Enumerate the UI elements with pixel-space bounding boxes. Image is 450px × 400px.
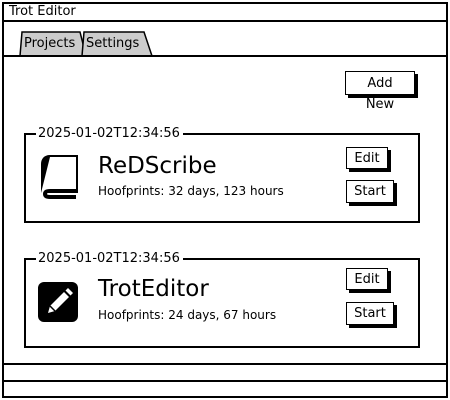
status-bar xyxy=(4,380,446,382)
project-stats: Hoofprints: 32 days, 123 hours xyxy=(98,184,284,198)
start-button[interactable]: Start xyxy=(346,180,394,203)
edit-button[interactable]: Edit xyxy=(346,147,388,169)
project-timestamp: 2025-01-02T12:34:56 xyxy=(36,251,183,267)
tab-shape xyxy=(81,31,153,57)
tab-projects[interactable]: Projects xyxy=(19,31,90,57)
project-card: 2025-01-02T12:34:56 TrotEditor Hoofprint… xyxy=(24,251,420,348)
start-button[interactable]: Start xyxy=(346,302,394,325)
project-stats: Hoofprints: 24 days, 67 hours xyxy=(98,308,277,322)
project-name: ReDScribe xyxy=(98,153,217,179)
add-new-button[interactable]: Add New xyxy=(345,71,415,112)
projects-panel xyxy=(4,55,446,365)
window-title: Trot Editor xyxy=(9,4,76,19)
book-icon xyxy=(41,155,78,199)
pencil-square-icon xyxy=(38,282,78,322)
project-timestamp: 2025-01-02T12:34:56 xyxy=(36,126,183,142)
project-name: TrotEditor xyxy=(98,276,209,302)
edit-button[interactable]: Edit xyxy=(346,268,388,290)
tab-label: Settings xyxy=(86,36,140,51)
project-card: 2025-01-02T12:34:56 ReDScribe Hoofprints… xyxy=(24,126,420,223)
title-bar: Trot Editor xyxy=(2,2,448,22)
tab-settings[interactable]: Settings xyxy=(81,31,156,57)
tab-label: Projects xyxy=(24,36,76,51)
